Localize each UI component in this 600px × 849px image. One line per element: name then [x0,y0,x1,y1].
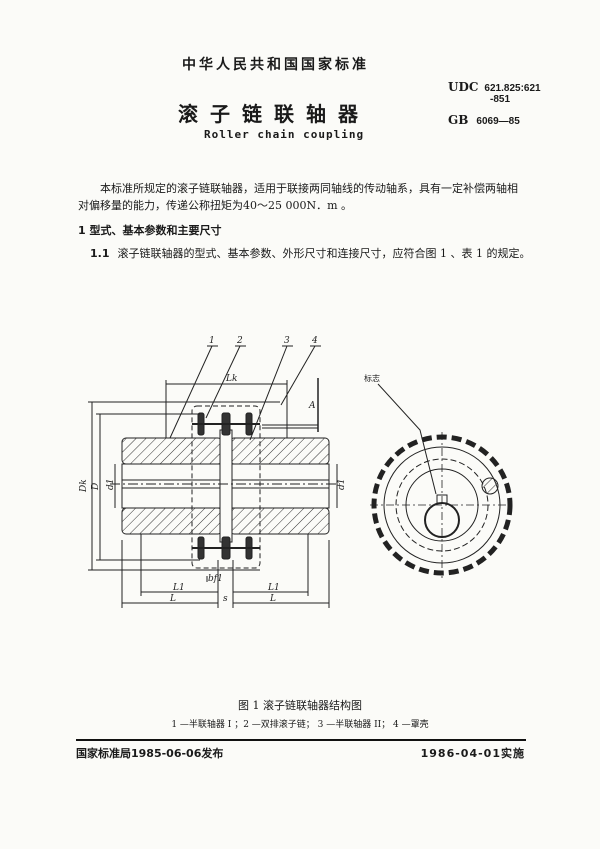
udc-code: UDC 621.825:621 [448,80,541,94]
part-label-2: 2 [236,336,243,346]
standard-org: 中华人民共和国国家标准 [182,57,369,73]
end-view [370,383,514,578]
chain-top [192,412,260,436]
part-label-3: 3 [284,336,290,346]
document-title-en: Roller chain coupling [204,128,365,141]
dim-l1-right: L1 [267,583,280,593]
section-heading-1: 1 型式、基本参数和主要尺寸 [78,224,222,237]
dim-d1: d1 [106,479,116,491]
gb-label: GB [448,113,469,127]
part-label-1: 1 [209,336,215,346]
figure-legend: 1 —半联轴器 I ；2 —双排滚子链； 3 —半联轴器 II； 4 —罩壳 [171,720,429,730]
dim-l-left: L [169,594,176,604]
section-text: 滚子链联轴器的型式、基本参数、外形尺寸和连接尺寸，应符合图 1 、表 1 的规定… [117,247,531,260]
document-title: 滚子链联轴器 [178,102,370,126]
dim-bf1: bf1 [208,574,223,584]
chain-bottom [192,536,260,560]
dim-lk: Lk [225,374,237,384]
gb-value: 6069—85 [476,116,520,127]
udc-value: 621.825:621 [484,83,541,94]
dim-l1-left: L1 [172,583,185,593]
dim-a: A [308,401,316,411]
hub-1-bottom [121,507,223,535]
figure-caption: 图 1 滚子链联轴器结构图 [238,699,362,712]
hub-2-top [229,437,330,465]
udc-label: UDC [448,80,479,94]
hub-2-bottom [229,507,330,535]
dim-s: s [223,594,228,604]
dim-d1-right: d1 [337,479,347,491]
section-view [88,345,340,608]
dim-l-right: L [269,594,276,604]
marker-label: 标志 [364,373,380,383]
effective-date: 1986-04-01实施 [420,747,525,760]
issue-date: 国家标准局1985-06-06发布 [76,747,224,760]
housing-outline [191,405,261,569]
part-label-4: 4 [311,336,318,346]
gb-code: GB 6069—85 [448,113,520,127]
hub-1-top [121,437,223,465]
chain-plate [219,429,233,543]
section-1-1: 1.1 滚子链联轴器的型式、基本参数、外形尺寸和连接尺寸，应符合图 1 、表 1 … [90,245,530,261]
section-number: 1.1 [90,247,110,260]
dim-dk: Dk [79,479,89,493]
intro-paragraph: 本标准所规定的滚子链联轴器，适用于联接两同轴线的传动轴系，具有一定补偿两轴相对偏… [78,182,518,212]
dim-d: D [91,483,101,491]
udc-value-cont: -851 [490,94,511,105]
footer-rule [76,739,526,741]
